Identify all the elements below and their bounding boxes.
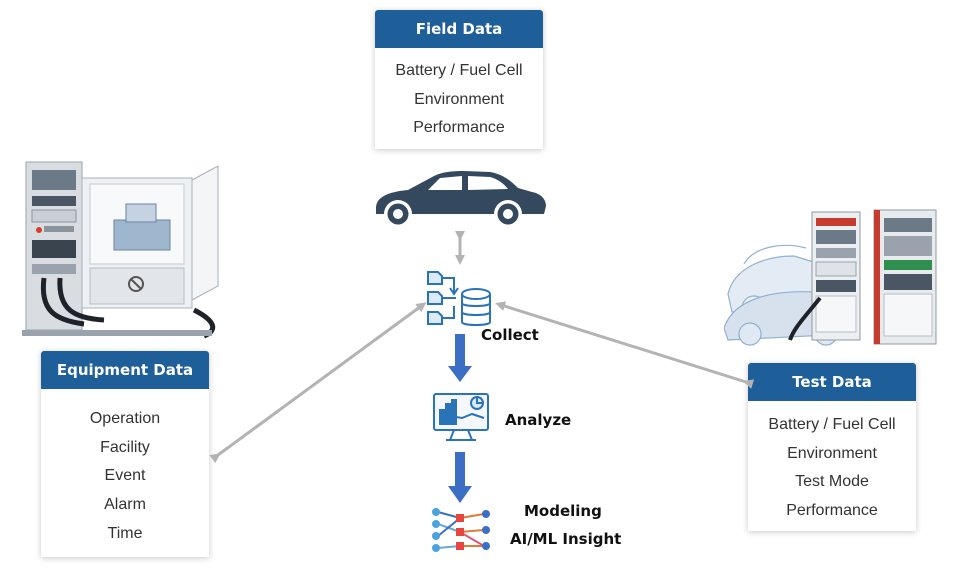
- field-data-title: Field Data: [375, 10, 543, 48]
- equipment-collect-connector: [209, 302, 427, 464]
- analytics-icon: [433, 393, 489, 441]
- car-icon: [376, 171, 546, 228]
- list-item: Facility: [100, 438, 150, 456]
- flow-arrow-collect-analyze: [448, 334, 472, 382]
- test-data-card: Test Data Battery / Fuel Cell Environmen…: [748, 363, 916, 531]
- list-item: Operation: [89, 410, 161, 427]
- equipment-data-card: Equipment Data Operation Facility Event …: [41, 351, 209, 557]
- test-collect-connector: [495, 301, 755, 389]
- equipment-photo: [22, 161, 219, 339]
- field-data-list: Battery / Fuel Cell Environment Performa…: [375, 48, 543, 143]
- list-item: Event: [104, 467, 146, 485]
- equipment-data-list: Operation Facility Event Alarm Time: [41, 389, 209, 548]
- database-icon: [427, 271, 491, 326]
- list-item: Battery / Fuel Cell: [768, 416, 896, 433]
- list-item: Performance: [413, 119, 505, 137]
- test-data-title: Test Data: [748, 363, 916, 401]
- list-item: Alarm: [104, 496, 146, 514]
- list-item: Test Mode: [795, 473, 869, 491]
- list-item: Time: [107, 524, 143, 542]
- list-item: Environment: [414, 90, 504, 108]
- list-item: Environment: [787, 444, 877, 462]
- equipment-data-title: Equipment Data: [41, 351, 209, 389]
- insight-label: AI/ML Insight: [510, 530, 622, 548]
- analyze-label: Analyze: [505, 411, 572, 429]
- test-rig-photo: [724, 209, 937, 346]
- field-data-card: Field Data Battery / Fuel Cell Environme…: [375, 10, 543, 149]
- list-item: Battery / Fuel Cell: [395, 62, 523, 79]
- neural-network-icon: [432, 508, 490, 552]
- modeling-label: Modeling: [524, 502, 602, 520]
- list-item: Performance: [786, 502, 878, 520]
- collect-label: Collect: [481, 326, 539, 344]
- flow-arrow-analyze-modeling: [448, 452, 472, 503]
- test-data-list: Battery / Fuel Cell Environment Test Mod…: [748, 401, 916, 526]
